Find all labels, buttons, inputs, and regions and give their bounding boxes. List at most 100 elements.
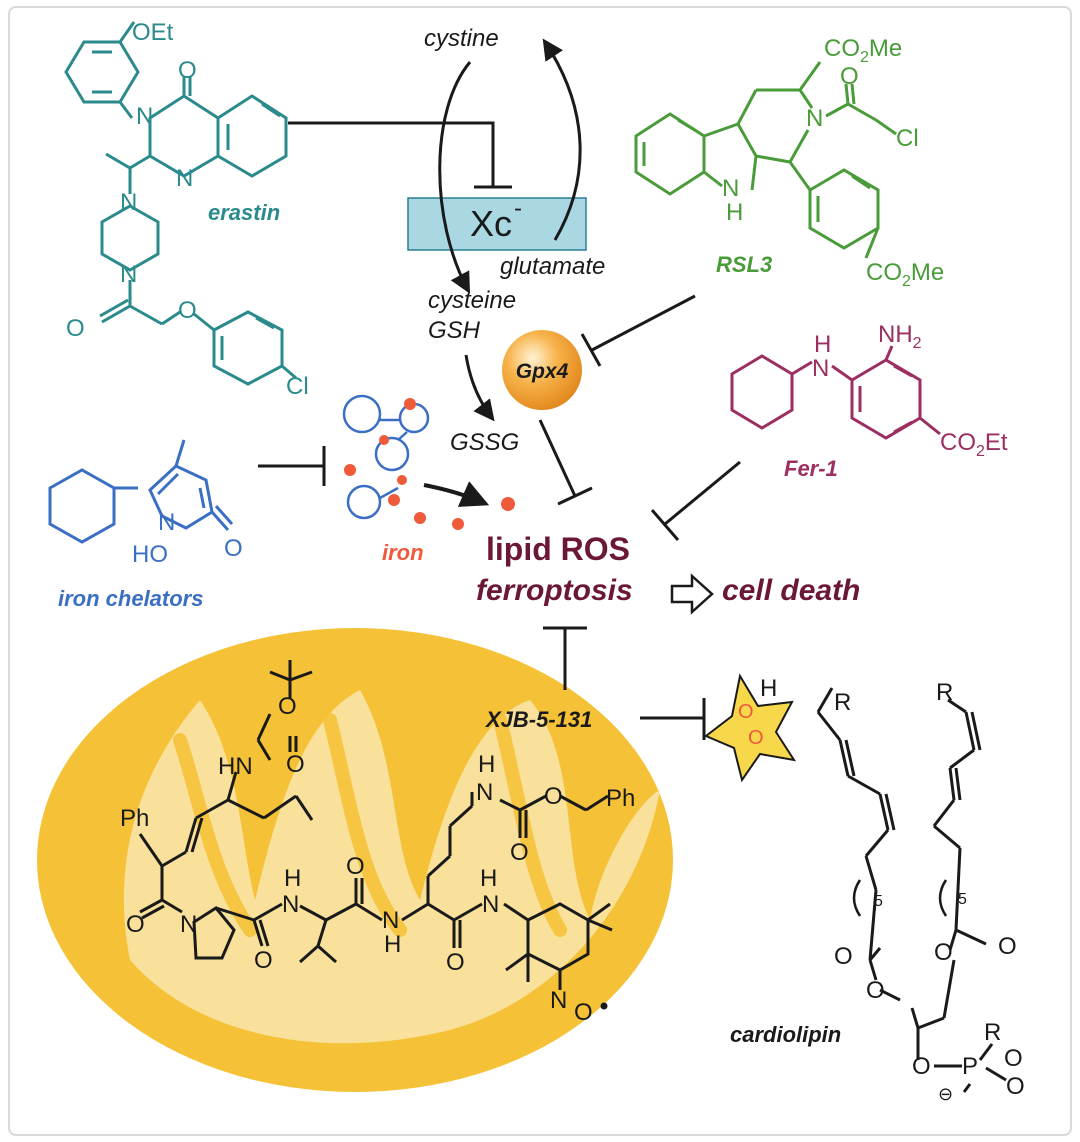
erastin-oet: OEt: [132, 19, 174, 46]
chelator-atoms: N HO O: [132, 509, 243, 568]
rsl3-structure: [634, 61, 897, 259]
chelator-structure: [48, 439, 234, 544]
gpx4-label: Gpx4: [516, 360, 569, 383]
ferroptosis-to-death-arrow: [670, 573, 714, 615]
xjb-o-val-top: O: [346, 853, 365, 880]
xjb-ph2: Ph: [606, 785, 635, 812]
xjb-n-ring: N: [550, 987, 567, 1014]
erastin-o2: O: [66, 315, 85, 342]
iron-arrow: [423, 481, 490, 507]
cl-o-link2: O: [934, 939, 953, 966]
erastin-n2: N: [176, 165, 193, 192]
xjb-ferroptosis-inhibition: [543, 626, 587, 690]
xjb-h-tempo: H: [480, 865, 497, 892]
xjb-o2: O: [254, 947, 273, 974]
rsl3-inhibition: [580, 294, 696, 367]
xjb-hn: HN: [218, 753, 253, 780]
erastin-o3: O: [178, 297, 197, 324]
cl-o-ester1: O: [834, 943, 853, 970]
erastin-n3: N: [120, 189, 137, 216]
cl-o-peroxide2: O: [748, 727, 764, 749]
fer1-co2et: CO: [940, 429, 976, 456]
erastin-label: erastin: [208, 200, 280, 225]
xjb-n-h: N: [382, 907, 399, 934]
xjb-o-cbz2: O: [544, 783, 563, 810]
fer1-nh2: NH: [878, 321, 913, 348]
erastin-cl: Cl: [286, 373, 309, 400]
xjb-n-lys: N: [476, 779, 493, 806]
cl-o-p1: O: [912, 1053, 931, 1080]
xjb-n-pro: N: [180, 911, 197, 938]
erastin-o: O: [178, 57, 197, 84]
xjb-structure: [138, 660, 613, 990]
svg-text:CO2Me: CO2Me: [866, 259, 944, 290]
erastin-n4: N: [120, 261, 137, 288]
xjb-o-boc1: O: [278, 693, 297, 720]
iron-cluster: iron: [342, 394, 515, 565]
gssg-label: GSSG: [450, 429, 519, 456]
xjb-h-lys: H: [478, 751, 495, 778]
cl-o-p2: O: [1004, 1045, 1023, 1072]
fer1-h: H: [814, 331, 831, 358]
cl-o-peroxide1: O: [738, 701, 754, 723]
erastin-structure: [64, 21, 297, 386]
rsl3-atoms: CO2Me O N Cl N H CO2Me: [722, 35, 944, 290]
xjb-label: XJB-5-131: [484, 707, 592, 732]
xjb-o-boc2: O: [286, 751, 305, 778]
cardiolipin-structure: [704, 673, 1007, 1093]
rsl3-indole-h: H: [726, 199, 743, 226]
rsl3-co2me-top: CO: [824, 35, 860, 62]
cl-r1: R: [834, 689, 851, 716]
gpx4-node: Gpx4: [502, 330, 582, 410]
radical-dot: [600, 1002, 608, 1010]
xc-label: Xc: [470, 203, 512, 244]
cardiolipin-label: cardiolipin: [730, 1022, 841, 1047]
cysteine-label: cysteine: [428, 287, 516, 314]
gpx4-inhibition: [538, 419, 593, 506]
svg-text:NH2: NH2: [878, 321, 922, 352]
fer1-label: Fer-1: [784, 456, 838, 481]
erastin-inhibition: [288, 121, 512, 189]
svg-text:CO2Me: CO2Me: [824, 35, 902, 66]
cardiolipin-atoms: R R R H O O 5 5 O O O O O P O O ⊖: [738, 675, 1025, 1104]
chelator-inhibition: [258, 446, 326, 486]
cl-p: P: [962, 1053, 978, 1080]
xc-transporter: Xc -: [407, 195, 587, 251]
rsl3-co2me-bot: CO: [866, 259, 902, 286]
cl-r2: R: [936, 679, 953, 706]
gsh-label: GSH: [428, 317, 481, 344]
xjb-o-cbz1: O: [510, 839, 529, 866]
fer1-atoms: H N NH2 CO2Et: [812, 321, 1008, 460]
erastin-n1: N: [136, 103, 153, 130]
rsl3-n: N: [806, 105, 823, 132]
cl-h: H: [760, 675, 777, 702]
fer1-inhibition: [650, 460, 741, 541]
cl-sub5-b: 5: [958, 891, 967, 908]
xjb-atoms: O HN O Ph Ph H N O O N O O H N O O N H H…: [120, 693, 635, 1026]
antiporter-arrows: [438, 38, 582, 294]
xc-superscript: -: [514, 195, 522, 222]
rsl3-indole-n: N: [722, 175, 739, 202]
fer1-structure: [730, 345, 941, 440]
cardiolipin-parens: [852, 879, 948, 917]
iron-chelators-label: iron chelators: [58, 586, 203, 611]
svg-text:CO2Et: CO2Et: [940, 429, 1008, 460]
xjb-ph1: Ph: [120, 805, 149, 832]
xjb-cardiolipin-inhibition: [640, 698, 706, 740]
cl-o-link1: O: [866, 977, 885, 1004]
cl-o-ester2: O: [998, 933, 1017, 960]
lipid-ros-label: lipid ROS: [486, 531, 630, 567]
cl-o-minus: ⊖: [938, 1084, 953, 1104]
xjb-n-tempo: N: [482, 891, 499, 918]
rsl3-cl: Cl: [896, 125, 919, 152]
iron-label: iron: [382, 540, 424, 565]
chelator-ho: HO: [132, 541, 168, 568]
xjb-n-val: N: [282, 891, 299, 918]
peroxide-star: [704, 673, 797, 783]
xjb-o-radical: O: [574, 999, 593, 1026]
xjb-h-val: H: [284, 865, 301, 892]
chelator-o: O: [224, 535, 243, 562]
xjb-o-val-bot: O: [446, 949, 465, 976]
